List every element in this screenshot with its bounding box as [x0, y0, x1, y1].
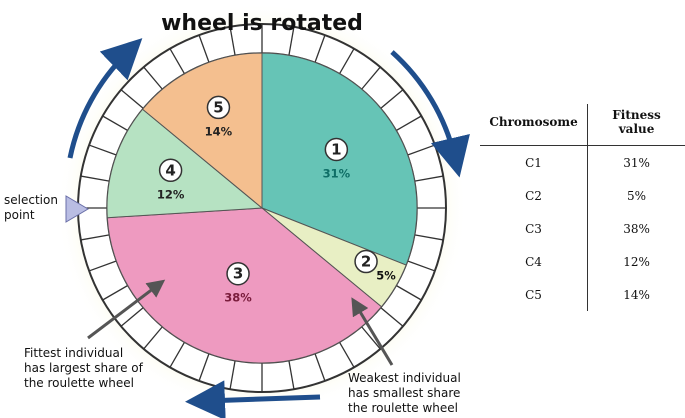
wheel-slice-5 — [141, 52, 263, 210]
selection-point-label: selection — [4, 193, 58, 207]
svg-text:the roulette wheel: the roulette wheel — [348, 401, 458, 415]
slice-percentage: 5% — [376, 269, 396, 283]
rim-slot-divider — [80, 234, 110, 241]
slice-number: 1 — [331, 140, 341, 158]
cell-chromosome: C3 — [480, 212, 589, 245]
rim-slot-divider — [380, 89, 404, 109]
rotation-arrow-top-right — [390, 50, 470, 178]
selection-point-pointer — [65, 195, 89, 223]
rim-slot-divider — [88, 144, 117, 156]
slice-percentage: 12% — [157, 187, 185, 201]
wheel-title: wheel is rotated — [161, 11, 363, 36]
rim-slot-divider — [338, 48, 355, 75]
slice-percentage: 38% — [224, 291, 252, 305]
table-row: C5 14% — [480, 278, 685, 311]
slice-labels: 1 31% 2 5% 3 38% 4 12% 5 14% — [157, 95, 396, 305]
rim-slot-divider — [380, 307, 404, 327]
slice-number: 4 — [165, 161, 175, 179]
fittest-annotation: Fittest individual has largest share of … — [24, 346, 144, 390]
rim-slot-divider — [120, 89, 144, 109]
slice-percentage: 31% — [323, 166, 351, 180]
cell-chromosome: C2 — [480, 179, 589, 212]
rotation-arrow-top-left — [67, 38, 143, 159]
rim-slot-divider — [102, 284, 129, 301]
rim-slot-divider — [395, 284, 422, 301]
slice-number-badge — [354, 249, 378, 274]
cell-chromosome: C1 — [480, 145, 589, 179]
rim-slot-divider — [407, 260, 436, 272]
wheel-slices — [106, 52, 418, 364]
rim-slot-divider — [229, 360, 236, 390]
svg-text:Weakest individual: Weakest individual — [348, 371, 461, 385]
table-row: C1 31% — [480, 145, 685, 179]
rim-slot-divider — [198, 353, 210, 382]
fitness-table: Chromosome Fitness value C1 31% C2 5% C3 38… — [480, 104, 685, 311]
slice-number: 3 — [233, 265, 243, 283]
table-row: C2 5% — [480, 179, 685, 212]
header-chromosome: Chromosome — [480, 104, 589, 146]
slice-percentage: 14% — [205, 124, 233, 138]
rim-slot-divider — [361, 326, 381, 350]
slice-number: 5 — [213, 98, 223, 116]
cell-chromosome: C5 — [480, 278, 589, 311]
rim-slot-divider — [120, 307, 144, 327]
svg-text:Fittest individual: Fittest individual — [24, 346, 123, 360]
rim-slot-divider — [143, 326, 163, 350]
cell-fitness: 38% — [623, 221, 650, 236]
rotation-arrow-bottom — [185, 380, 321, 418]
wheel-slice-4 — [106, 108, 264, 219]
cell-chromosome: C4 — [480, 245, 589, 278]
rim-slot-divider — [288, 360, 295, 390]
cell-fitness: 14% — [623, 287, 650, 302]
table-row: C4 12% — [480, 245, 685, 278]
table-header-row: Chromosome Fitness value — [480, 104, 685, 146]
rim-slot-divider — [407, 144, 436, 156]
cell-fitness: 31% — [623, 155, 650, 170]
slice-number-badge — [324, 137, 349, 162]
rim-slot-divider — [288, 26, 295, 56]
slice-number-badge — [206, 95, 231, 120]
rim-slot-divider — [102, 115, 129, 132]
header-fitness-value: Fitness value — [587, 104, 685, 146]
fittest-pointer-arrow — [87, 279, 166, 340]
rim-slot-divider — [338, 341, 355, 368]
rim-slot-divider — [169, 48, 186, 75]
rim-slot-divider — [414, 234, 444, 241]
svg-text:has largest share of: has largest share of — [24, 361, 144, 375]
rim-slot-divider — [169, 341, 186, 368]
svg-text:the roulette wheel: the roulette wheel — [24, 376, 134, 390]
rim-slot-divider — [314, 353, 326, 382]
rim-slot-divider — [314, 34, 326, 63]
weakest-pointer-arrow — [351, 297, 394, 366]
cell-fitness: 12% — [623, 254, 650, 269]
rim-slot-divider — [361, 66, 381, 90]
rim-slot-divider — [143, 66, 163, 90]
rim-slot-divider — [229, 26, 236, 56]
slice-number: 2 — [361, 253, 371, 271]
selection-point-label-2: point — [4, 208, 35, 222]
rim-slot-divider — [80, 175, 110, 182]
table-row: C3 38% — [480, 212, 685, 245]
weakest-annotation: Weakest individual has smallest share th… — [348, 371, 461, 415]
slice-number-badge — [226, 261, 250, 286]
cell-fitness: 5% — [627, 188, 647, 203]
rim-slot-divider — [198, 34, 210, 63]
slice-number-badge — [158, 158, 183, 183]
svg-text:has smallest share: has smallest share — [348, 386, 460, 400]
rim-slot-divider — [395, 115, 422, 132]
wheel-slice-3 — [106, 207, 383, 364]
rim-slot-divider — [88, 260, 117, 272]
